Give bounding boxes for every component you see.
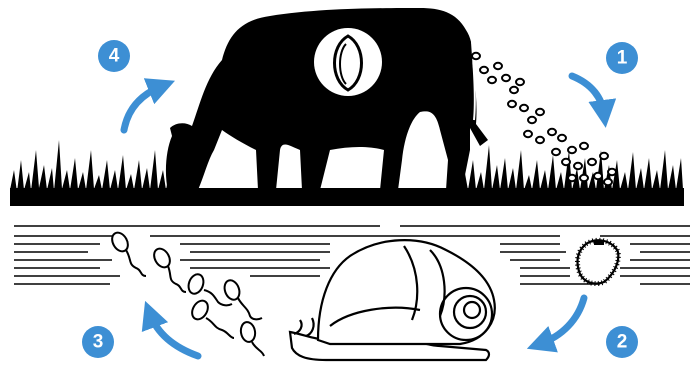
svg-text:1: 1 [617,48,628,69]
snail-icon [288,239,496,362]
miracidium-icon [575,237,621,287]
arrow-step-4-icon [120,78,175,134]
water-lines [14,225,690,285]
step-badge-4: 4 [98,40,130,72]
grass-icon [10,140,684,206]
svg-text:3: 3 [93,332,104,353]
svg-text:4: 4 [109,46,120,67]
step-badge-3: 3 [82,326,114,358]
step-badge-1: 1 [606,42,638,74]
arrow-step-1-icon [568,72,617,128]
svg-text:2: 2 [617,332,628,353]
arrow-step-2-icon [526,294,588,353]
step-badge-2: 2 [606,326,638,358]
cercariae-icon [111,231,265,357]
cycle-arrows [120,72,617,360]
cow-icon [165,8,488,192]
arrow-step-3-icon [141,300,202,360]
eggs-icon [471,51,617,187]
